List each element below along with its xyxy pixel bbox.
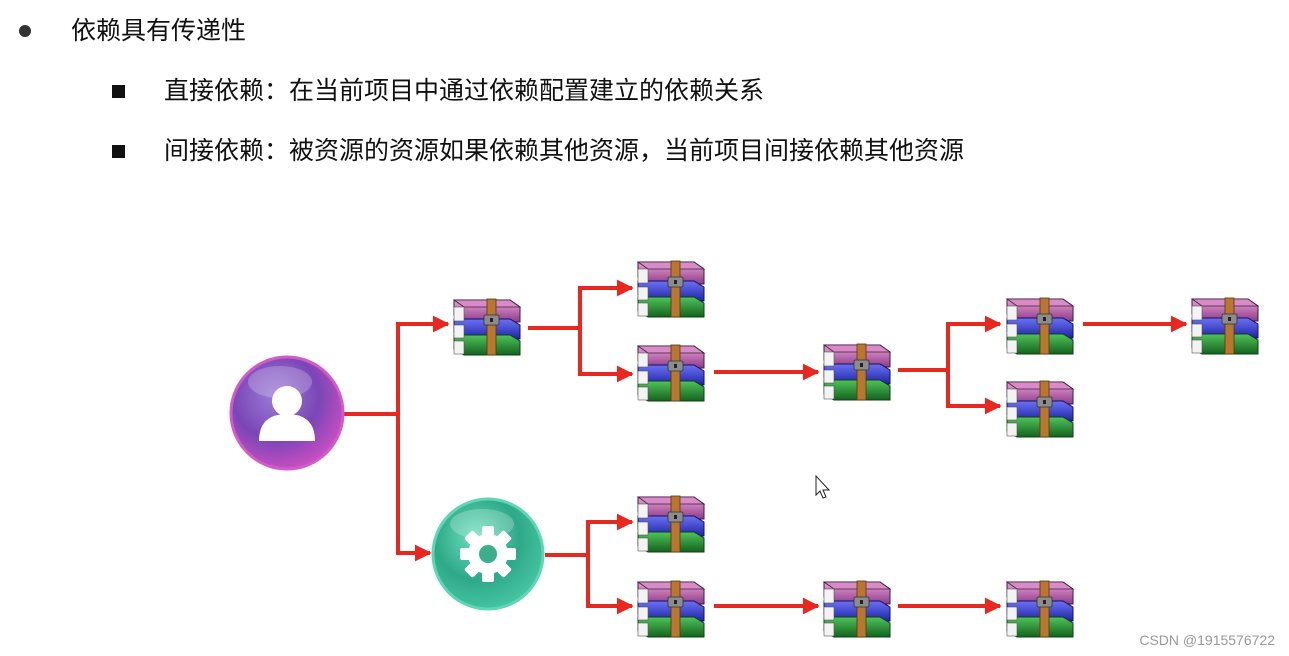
user-icon	[259, 386, 315, 441]
mouse-cursor-icon	[815, 474, 831, 499]
archive-d-icon	[819, 339, 891, 401]
arrow-project-to-h	[586, 513, 634, 555]
archive-e-icon	[1002, 293, 1074, 355]
bullet-dot-icon	[19, 25, 31, 37]
arrow-d-to-f	[946, 370, 1002, 415]
archive-a-icon	[449, 294, 521, 356]
archive-h-icon	[633, 491, 705, 553]
main-bullet-text: 依赖具有传递性	[71, 16, 247, 45]
bullet-square-icon	[112, 84, 125, 98]
sub-bullet-text: 直接依赖：在当前项目中通过依赖配置建立的依赖关系	[164, 76, 765, 105]
gear-icon	[460, 526, 516, 582]
user-node	[229, 355, 345, 471]
archive-f-icon	[1002, 376, 1074, 438]
main-bullet: 依赖具有传递性	[19, 14, 246, 48]
arrow-project-to-i	[586, 555, 634, 615]
archive-c-icon	[633, 340, 705, 402]
arrow-user-to-archive-a	[396, 315, 450, 414]
archive-i-icon	[633, 576, 705, 638]
bullet-square-icon	[112, 144, 125, 158]
archive-g-icon	[1187, 293, 1259, 355]
archive-b-icon	[633, 256, 705, 318]
sub-bullet-indirect: 间接依赖：被资源的资源如果依赖其他资源，当前项目间接依赖其他资源	[112, 134, 964, 168]
arrow-user-to-project	[396, 414, 432, 562]
dependency-arrows	[343, 279, 1188, 615]
sub-bullet-direct: 直接依赖：在当前项目中通过依赖配置建立的依赖关系	[112, 74, 764, 108]
archive-k-icon	[1002, 576, 1074, 638]
arrow-d-to-e	[946, 315, 1002, 370]
project-node	[431, 497, 545, 611]
arrow-a-to-c	[578, 328, 634, 383]
archive-j-icon	[819, 576, 891, 638]
watermark: CSDN @1915576722	[1139, 632, 1275, 648]
sub-bullet-text: 间接依赖：被资源的资源如果依赖其他资源，当前项目间接依赖其他资源	[164, 136, 965, 165]
arrow-a-to-b	[578, 279, 634, 328]
